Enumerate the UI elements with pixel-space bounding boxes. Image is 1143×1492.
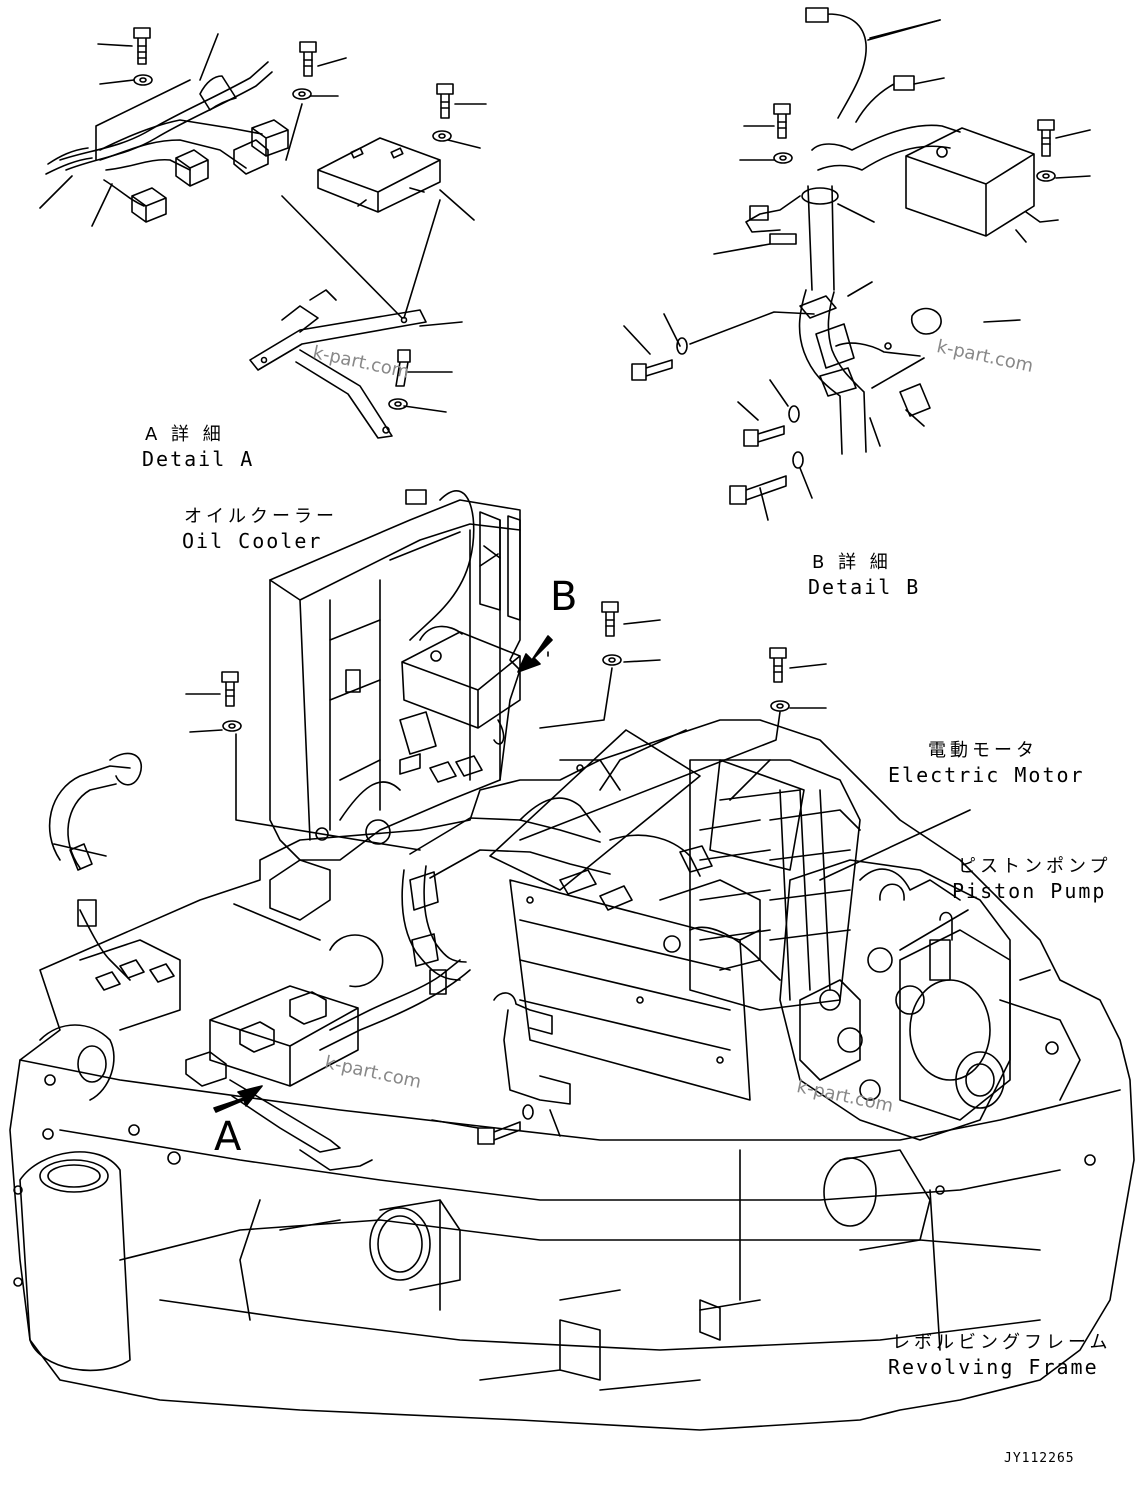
piston-pump-label-jp: ピストンポンプ [958,856,1112,877]
electric-motor-label-jp: 電動モータ [928,740,1038,761]
oil-cooler-label-en: Oil Cooler [182,529,323,553]
detail-b-title-jp: B 詳 細 [812,552,892,573]
revolving-frame-label-en: Revolving Frame [888,1355,1099,1379]
detail-a-title-en: Detail A [142,447,255,471]
detail-b-drawing [623,7,1091,521]
view-marker-b: B [550,574,578,620]
bolt-icon [133,27,151,65]
revolving-frame-label-jp: レボルビングフレーム [892,1332,1112,1353]
electric-motor-label-en: Electric Motor [888,763,1085,787]
view-marker-a: A [214,1114,242,1160]
detail-a-drawing [39,27,487,439]
view-arrow-b-icon [517,635,553,673]
detail-a-title-jp: A 詳 細 [145,424,225,445]
oil-cooler-label-jp: オイルクーラー [184,506,338,527]
view-arrow-a-icon [213,1085,263,1113]
detail-b-title-en: Detail B [808,575,921,599]
drawing-code: JY112265 [1004,1451,1075,1466]
main-assembly-drawing [9,489,1135,1431]
piston-pump-label-en: Piston Pump [952,879,1107,903]
